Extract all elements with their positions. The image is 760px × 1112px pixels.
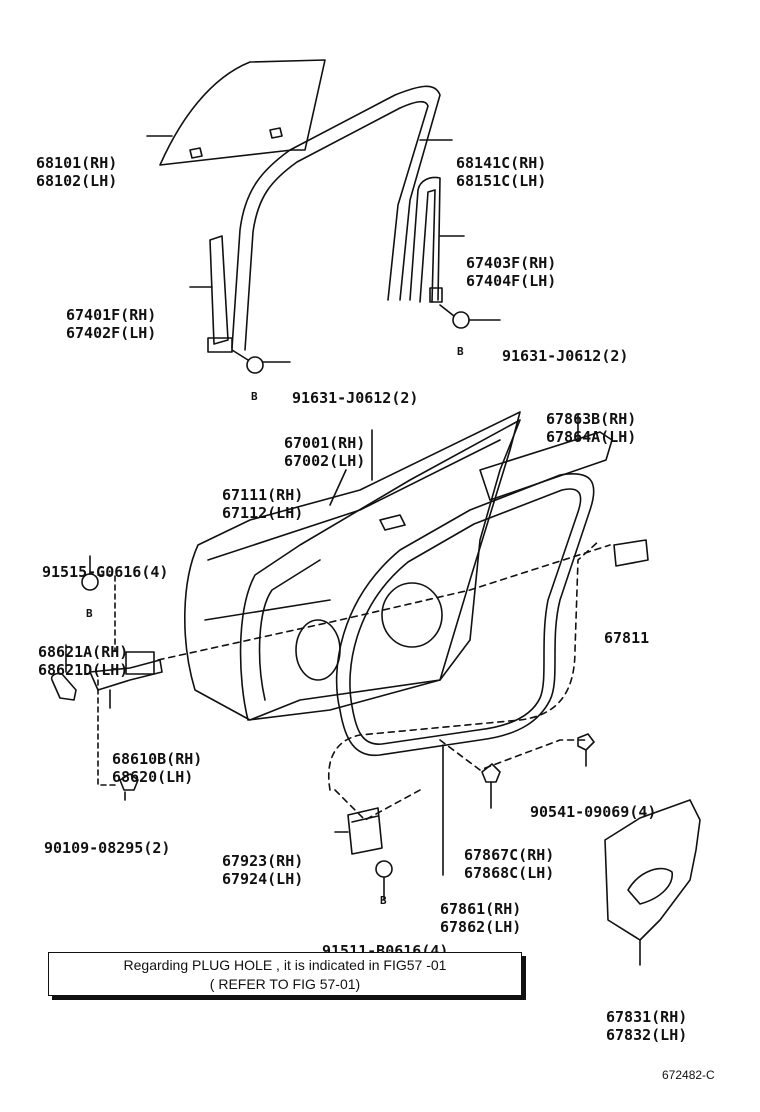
label-rear-channel: 67403F(RH)67404F(LH) <box>466 254 557 290</box>
note-line-1: Regarding PLUG HOLE , it is indicated in… <box>123 957 447 973</box>
door-hinge <box>347 807 383 855</box>
label-weatherstrip-upper: 67863B(RH)67864A(LH) <box>546 410 637 446</box>
label-check-cover: 68621A(RH)68621D(LH) <box>38 643 129 679</box>
label-run-channel: 68141C(RH)68151C(LH) <box>456 154 547 190</box>
bolt-90109 <box>119 773 139 791</box>
inner-door-frame <box>239 419 521 721</box>
front-channel <box>209 235 229 345</box>
plug-67811 <box>613 539 649 567</box>
label-clip-weather: 67867C(RH)67868C(LH) <box>464 846 555 882</box>
b-mark-rear-text: B <box>457 345 464 358</box>
b-mark-front-text: B <box>251 390 258 403</box>
label-clip-right: 90541-09069(4) <box>530 803 657 821</box>
plug-hole-note: Regarding PLUG HOLE , it is indicated in… <box>48 952 522 996</box>
outer-door-panel <box>183 411 521 721</box>
label-bolt-rear: 91631-J0612(2) <box>502 347 629 365</box>
label-service-hole-cover: 67831(RH)67832(LH) <box>606 1008 688 1044</box>
label-bolt-lower: 90109-08295(2) <box>44 839 171 857</box>
b-mark-front <box>246 356 264 374</box>
label-front-channel: 67401F(RH)67402F(LH) <box>66 306 157 342</box>
service-hole-cover <box>604 799 701 941</box>
run-channel <box>231 85 441 349</box>
label-bolt-front: 91631-J0612(2) <box>292 389 419 407</box>
label-check-assy: 68610B(RH)68620(LH) <box>112 750 203 786</box>
glass-bracket-2 <box>269 127 283 139</box>
note-line-2: ( REFER TO FIG 57-01) <box>209 976 361 992</box>
glass-bracket-1 <box>189 147 203 159</box>
label-door-panel: 67001(RH)67002(LH) <box>284 434 366 470</box>
main-weatherstrip <box>335 473 595 757</box>
b-mark-check-text: B <box>86 607 93 620</box>
label-door-belt: 67111(RH)67112(LH) <box>222 486 304 522</box>
rear-channel <box>409 176 441 301</box>
label-glass: 68101(RH)68102(LH) <box>36 154 118 190</box>
clip-67867 <box>481 763 501 783</box>
label-bolt-check: 91515-G0616(4) <box>42 563 169 581</box>
check-cover <box>50 672 77 701</box>
door-glass <box>159 59 326 166</box>
label-hinge: 67923(RH)67924(LH) <box>222 852 304 888</box>
upper-weatherstrip <box>479 431 613 501</box>
clip-90541 <box>577 733 595 751</box>
figure-id: 672482-C <box>662 1068 715 1082</box>
b-mark-hinge-text: B <box>380 894 387 907</box>
label-plug: 67811 <box>604 629 650 647</box>
label-weatherstrip-main: 67861(RH)67862(LH) <box>440 900 522 936</box>
